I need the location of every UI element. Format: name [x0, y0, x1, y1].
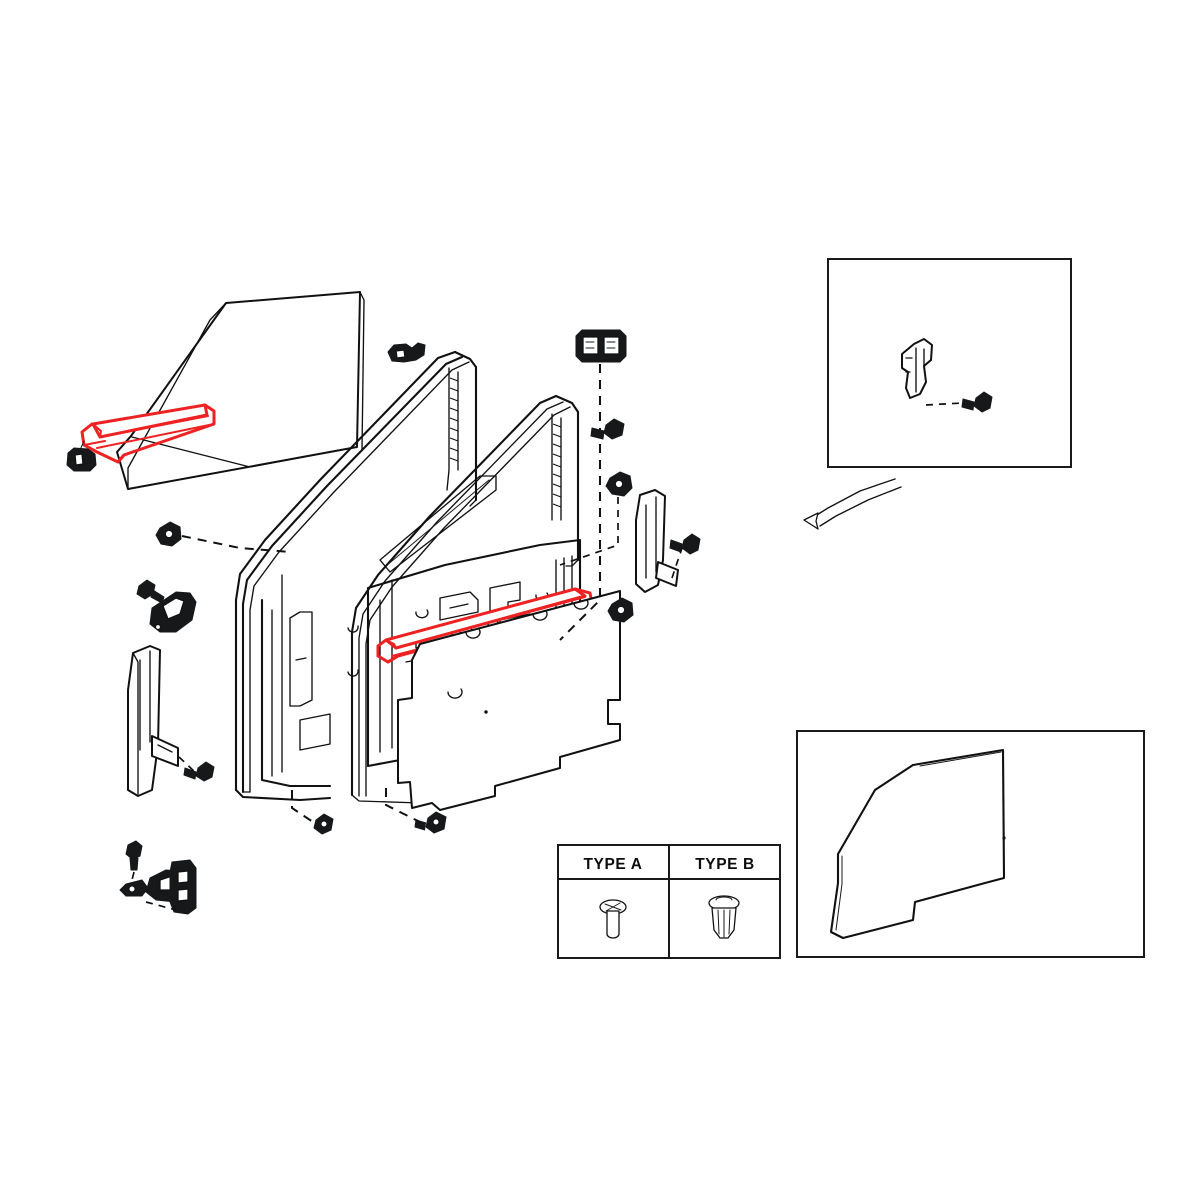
- fastener-type-legend: TYPE A TYPE B: [557, 844, 781, 959]
- door-window-glass-outline: [829, 748, 1006, 940]
- division-bar-run-channel: [635, 489, 679, 593]
- leader-nut-panel-upper-left: [181, 535, 291, 553]
- bolt-glass-run-upper: [590, 418, 625, 440]
- bolt-panel-lower-right: [414, 811, 447, 834]
- outer-belt-moulding-highlight: [80, 403, 216, 464]
- bolt-inset-bracket: [961, 391, 993, 413]
- double-clip-retainer: [575, 329, 627, 363]
- leader-check-strap: [130, 871, 135, 885]
- detail-inset-door-glass: [796, 730, 1145, 958]
- bolt-frame-mid: [669, 533, 701, 555]
- leader-check-strap-2: [145, 901, 177, 911]
- service-hole-cover: [397, 590, 621, 811]
- bolt-run-channel-base: [183, 761, 215, 782]
- nut-panel-upper-left: [155, 521, 182, 547]
- nut-panel-right: [607, 597, 634, 623]
- door-frame-sash: [234, 350, 478, 802]
- frame-top-clip: [387, 342, 426, 363]
- clip-leader: [79, 440, 85, 451]
- pan-head-screw-icon: [599, 899, 627, 939]
- bolt-mirror-bracket: [136, 579, 165, 604]
- nut-frame-right: [605, 471, 633, 497]
- push-pin-clip-icon: [708, 895, 740, 939]
- clip-weatherstrip-end: [66, 447, 97, 472]
- curved-arrow-to-main-assembly: [803, 478, 902, 530]
- leader-run-channel-bolt: [178, 756, 197, 774]
- leader-double-clip: [559, 364, 601, 641]
- leader-nut-frame-right: [559, 497, 619, 566]
- front-glass-run-channel: [127, 645, 179, 797]
- legend-header-type-b: TYPE B: [695, 856, 755, 873]
- bolt-check-strap: [125, 840, 143, 871]
- leader-inset-bracket: [925, 402, 963, 406]
- legend-header-type-a: TYPE A: [583, 856, 642, 873]
- detail-inset-bracket: [827, 258, 1072, 468]
- bolt-panel-lower-left: [313, 813, 334, 835]
- door-window-glass: [116, 291, 365, 490]
- door-inner-sash-frame: [350, 394, 580, 804]
- leader-bolt-lower-left: [291, 790, 317, 825]
- door-check-strap-assembly: [119, 859, 197, 915]
- leader-bolt-lower-right: [385, 788, 425, 825]
- glass-run-bracket: [901, 338, 933, 399]
- leader-frame-mid-bolt: [671, 547, 683, 579]
- frame-cross-rail: [379, 475, 497, 573]
